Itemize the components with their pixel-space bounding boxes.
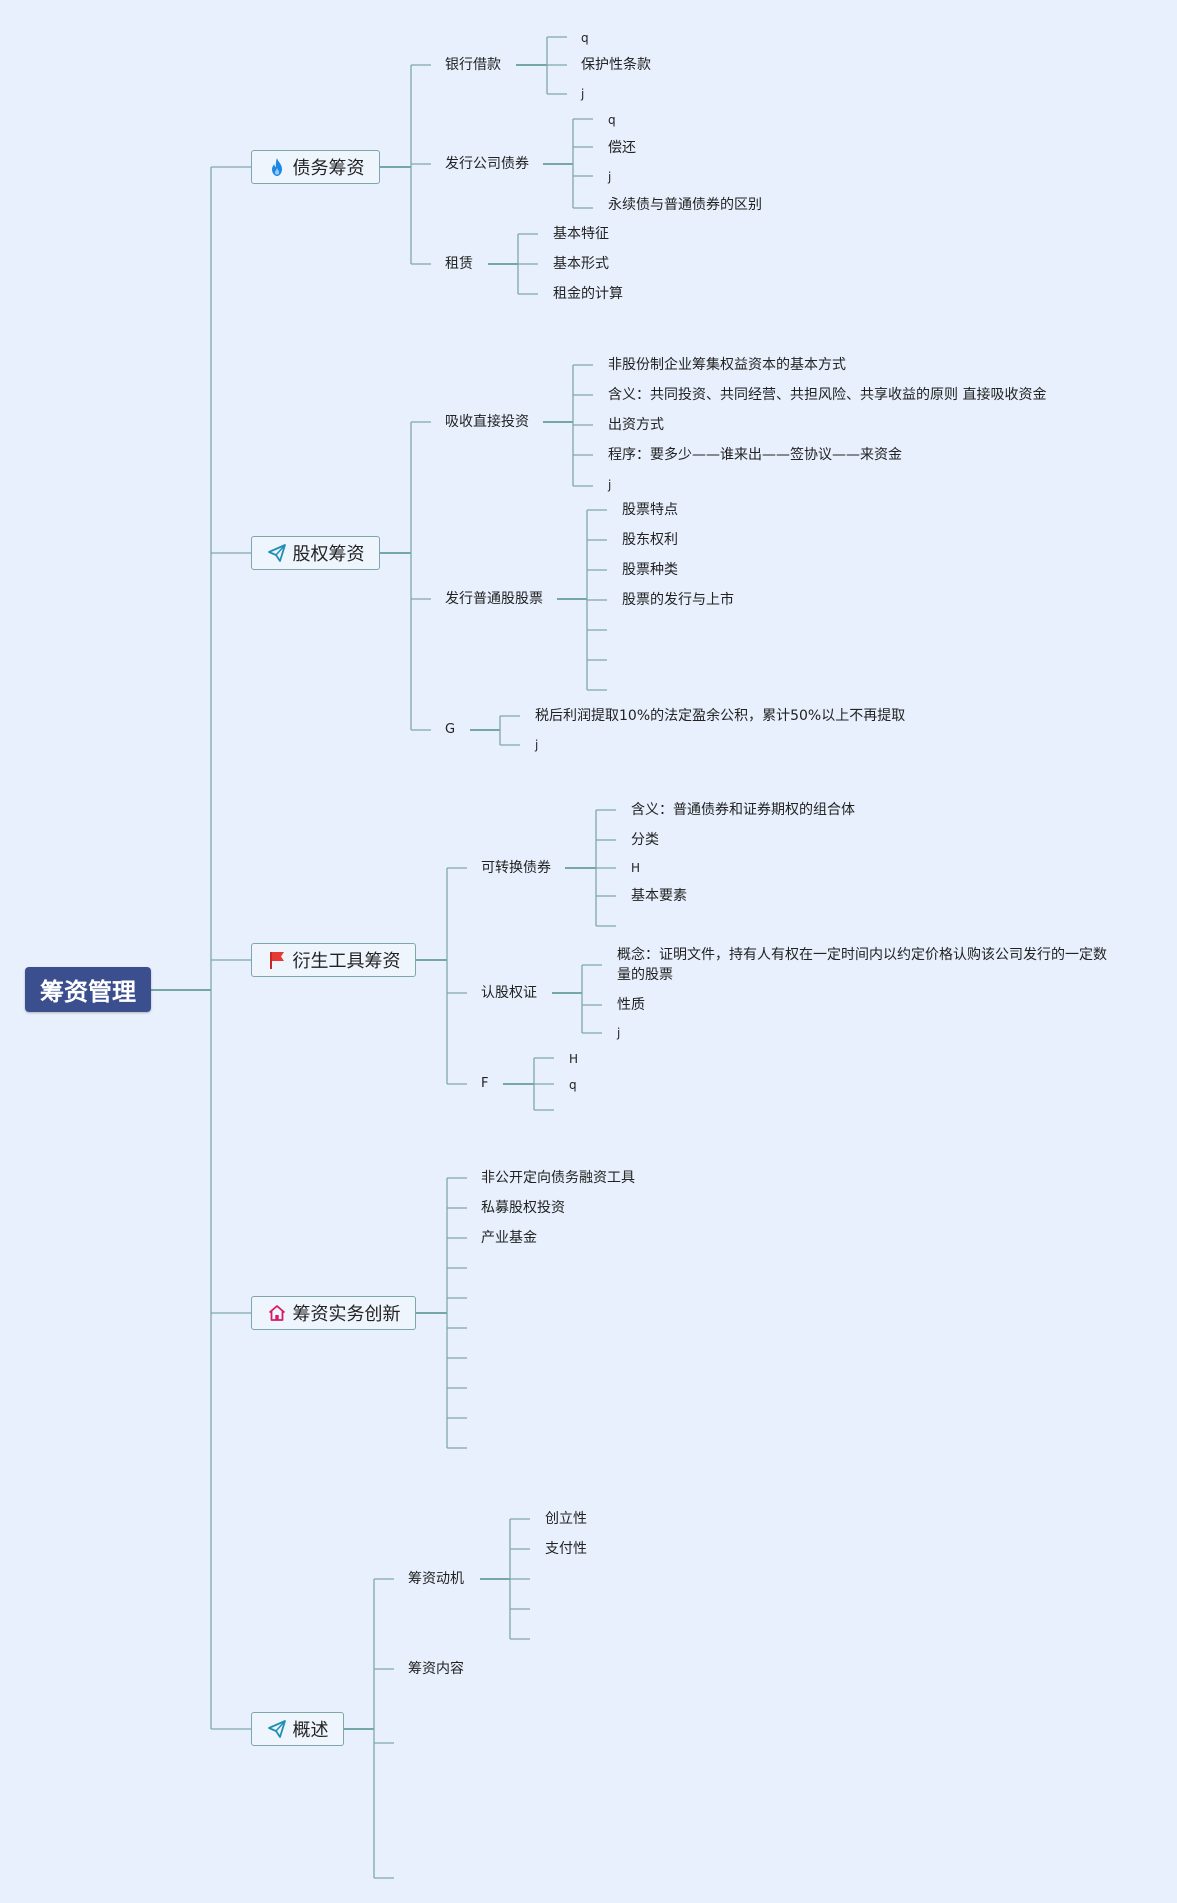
leaf-node[interactable]: 保护性条款 <box>581 57 651 73</box>
leaf-node[interactable]: 含义：共同投资、共同经营、共担风险、共享收益的原则 直接吸收资金 <box>608 387 1047 403</box>
leaf-node[interactable]: 私募股权投资 <box>481 1200 565 1216</box>
leaf-node[interactable]: 创立性 <box>545 1511 587 1527</box>
leaf-node[interactable]: 非公开定向债务融资工具 <box>481 1170 635 1186</box>
topic-label: 股权筹资 <box>292 544 365 565</box>
leaf-node[interactable]: 基本要素 <box>631 888 687 904</box>
topic-derivative-financing[interactable]: 衍生工具筹资 <box>251 943 416 977</box>
topic-equity-financing[interactable]: 股权筹资 <box>251 536 380 570</box>
leaf-node[interactable]: 程序：要多少——谁来出——签协议——来资金 <box>608 447 902 463</box>
leaf-node[interactable]: j <box>581 87 585 101</box>
leaf-node[interactable]: q <box>581 31 589 45</box>
leaf-node[interactable]: 基本形式 <box>553 256 609 272</box>
subtopic-financing-motive[interactable]: 筹资动机 <box>408 1571 464 1587</box>
subtopic-common-stock[interactable]: 发行普通股股票 <box>445 591 543 607</box>
leaf-node[interactable]: 基本特征 <box>553 226 609 242</box>
root-topic-chouzi-guanli[interactable]: 筹资管理 <box>25 967 151 1012</box>
leaf-node[interactable]: 非股份制企业筹集权益资本的基本方式 <box>608 357 846 373</box>
leaf-node[interactable]: 性质 <box>617 997 645 1013</box>
leaf-node[interactable]: 含义：普通债券和证券期权的组合体 <box>631 802 855 818</box>
leaf-node[interactable]: 概念：证明文件，持有人有权在一定时间内以约定价格认购该公司发行的一定数量的股票 <box>617 947 1107 983</box>
leaf-node[interactable]: 股东权利 <box>622 532 678 548</box>
topic-overview[interactable]: 概述 <box>251 1712 344 1746</box>
leaf-node[interactable]: 产业基金 <box>481 1230 537 1246</box>
topic-financing-innovation[interactable]: 筹资实务创新 <box>251 1296 416 1330</box>
leaf-node[interactable]: q <box>569 1078 577 1092</box>
subtopic-g[interactable]: G <box>445 722 456 737</box>
leaf-node[interactable]: H <box>569 1052 579 1066</box>
paper-plane-icon <box>267 1719 287 1739</box>
topic-debt-financing[interactable]: 债务筹资 <box>251 150 380 184</box>
subtopic-warrant[interactable]: 认股权证 <box>481 985 537 1001</box>
red-flag-icon <box>267 950 287 970</box>
subtopic-convertible-bonds[interactable]: 可转换债券 <box>481 860 551 876</box>
subtopic-corporate-bonds[interactable]: 发行公司债券 <box>445 156 529 172</box>
leaf-node[interactable]: 股票种类 <box>622 562 678 578</box>
leaf-node[interactable]: 股票特点 <box>622 502 678 518</box>
leaf-node[interactable]: H <box>631 861 641 875</box>
leaf-node[interactable]: 支付性 <box>545 1541 587 1557</box>
topic-label: 衍生工具筹资 <box>292 951 401 972</box>
leaf-node[interactable]: 永续债与普通债券的区别 <box>608 197 762 213</box>
leaf-node[interactable]: 分类 <box>631 832 659 848</box>
paper-plane-icon <box>267 543 287 563</box>
leaf-node[interactable]: 税后利润提取10%的法定盈余公积，累计50%以上不再提取 <box>535 708 906 724</box>
topic-label: 债务筹资 <box>292 158 365 179</box>
leaf-node[interactable]: j <box>617 1026 621 1040</box>
topic-label: 概述 <box>292 1720 329 1741</box>
house-icon <box>267 1303 287 1323</box>
leaf-node[interactable]: 股票的发行与上市 <box>622 592 734 608</box>
leaf-node[interactable]: j <box>608 170 612 184</box>
leaf-node[interactable]: j <box>535 738 539 752</box>
subtopic-bank-loan[interactable]: 银行借款 <box>445 57 501 73</box>
leaf-node[interactable]: q <box>608 113 616 127</box>
subtopic-lease[interactable]: 租赁 <box>445 256 473 272</box>
flame-icon <box>267 157 287 177</box>
leaf-node[interactable]: j <box>608 478 612 492</box>
subtopic-f[interactable]: F <box>481 1076 489 1091</box>
subtopic-financing-content[interactable]: 筹资内容 <box>408 1661 464 1677</box>
leaf-node[interactable]: 偿还 <box>608 140 636 156</box>
leaf-node[interactable]: 出资方式 <box>608 417 664 433</box>
subtopic-direct-investment[interactable]: 吸收直接投资 <box>445 414 529 430</box>
leaf-node[interactable]: 租金的计算 <box>553 286 623 302</box>
topic-label: 筹资实务创新 <box>292 1304 401 1325</box>
